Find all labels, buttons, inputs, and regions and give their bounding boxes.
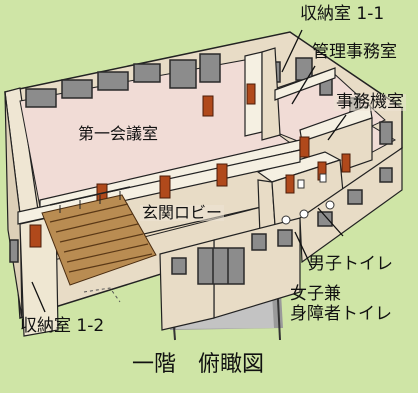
label-entrance-lobby: 玄関ロビー [140, 203, 225, 222]
page-title: 一階 俯瞰図 [132, 352, 265, 377]
label-womens-restroom-line2: 身障者トイレ [290, 304, 392, 324]
label-mens-restroom: 男子トイレ [308, 254, 393, 274]
label-womens-restroom-line1: 女子兼 [290, 284, 341, 304]
storage-markers [83, 287, 121, 303]
label-storage-1-2: 収納室 1-2 [20, 316, 105, 336]
label-storage-1-1: 収納室 1-1 [300, 4, 385, 24]
label-office-equipment-room: 事務機室 [334, 92, 406, 112]
front-windows [9, 167, 393, 285]
staircase [41, 186, 157, 286]
label-conference-room-1: 第一会議室 [78, 124, 159, 143]
restroom-fixtures [281, 173, 335, 225]
label-admin-office: 管理事務室 [312, 42, 397, 62]
leader-lines [31, 29, 347, 313]
